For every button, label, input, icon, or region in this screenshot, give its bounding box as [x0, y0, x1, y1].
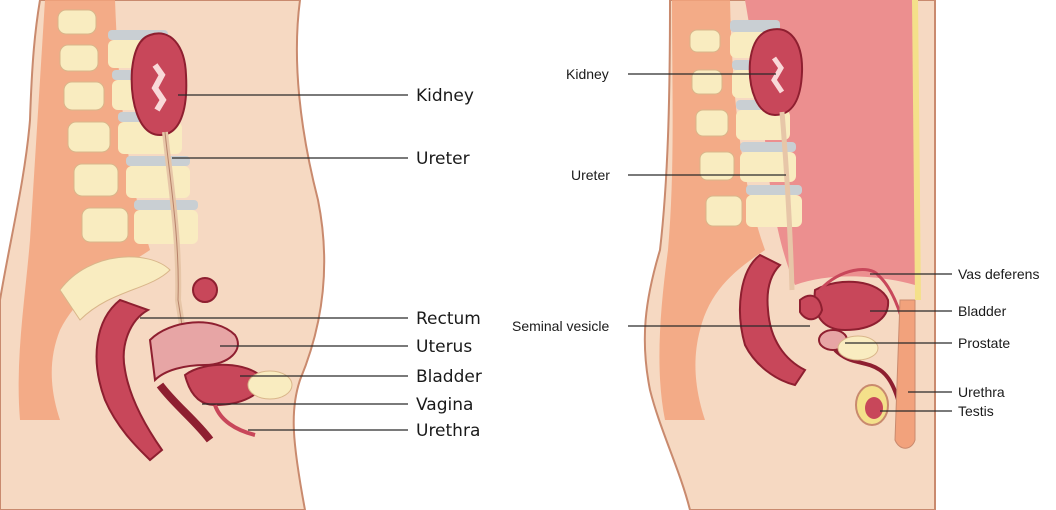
male-seminal-vesicle: [800, 296, 822, 320]
male-pubic-bone: [838, 336, 878, 360]
male-figure: [645, 0, 935, 510]
label-female-vagina: Vagina: [416, 395, 473, 415]
female-ovary: [193, 278, 217, 302]
label-male-prostate: Prostate: [958, 335, 1010, 351]
label-female-rectum: Rectum: [416, 309, 481, 329]
label-male-urethra: Urethra: [958, 384, 1005, 400]
label-male-vas-deferens: Vas deferens: [958, 266, 1039, 282]
label-female-ureter: Ureter: [416, 149, 470, 169]
male-bladder: [815, 282, 889, 330]
label-male-kidney: Kidney: [566, 66, 609, 82]
label-male-testis: Testis: [958, 403, 994, 419]
label-male-seminal-vesicle: Seminal vesicle: [512, 318, 609, 334]
label-male-ureter: Ureter: [571, 167, 610, 183]
label-female-kidney: Kidney: [416, 86, 474, 106]
label-female-bladder: Bladder: [416, 367, 482, 387]
label-female-uterus: Uterus: [416, 337, 472, 357]
female-figure: [0, 0, 324, 510]
label-female-urethra: Urethra: [416, 421, 480, 441]
female-pubic-bone: [248, 371, 292, 399]
label-male-bladder: Bladder: [958, 303, 1007, 319]
